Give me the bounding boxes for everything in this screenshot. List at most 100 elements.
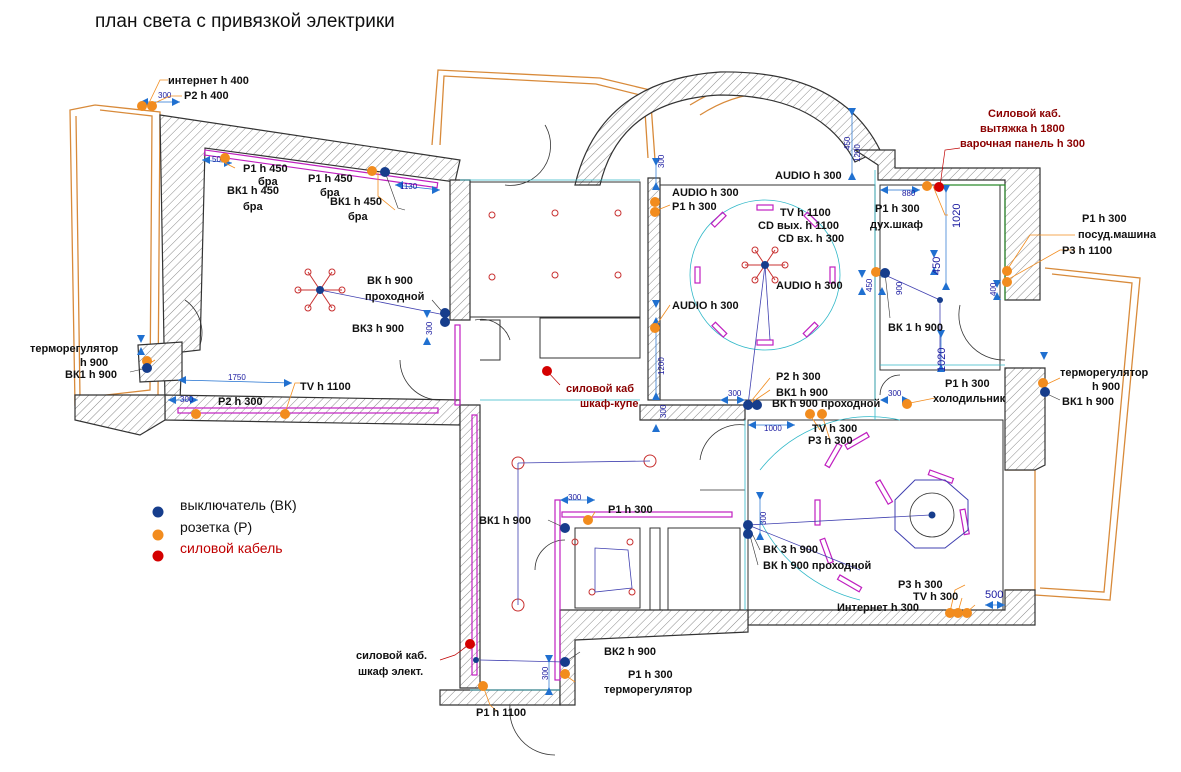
- legend-power-label: силовой кабель: [180, 540, 283, 556]
- leader-lines: [146, 79, 1075, 713]
- dim-1200b: 1200: [853, 144, 862, 162]
- octagon-fixture: [894, 479, 969, 549]
- label-h900-right: h 900: [1092, 381, 1120, 393]
- label-bra1: бра: [258, 176, 279, 188]
- led-strips: [177, 149, 970, 681]
- legend-outlet-marker: [152, 529, 164, 541]
- label-dukh: дух.шкаф: [870, 219, 923, 231]
- label-vk3-900-b: ВК 3 h 900: [763, 544, 818, 556]
- legend: выключатель (ВК) розетка (Р) силовой каб…: [152, 497, 297, 562]
- label-internet300: Интернет h 300: [837, 602, 919, 614]
- label-p3-300b: P3 h 300: [898, 579, 943, 591]
- label-p1-300-hall: P1 h 300: [608, 504, 653, 516]
- chandelier-left: [294, 268, 346, 312]
- label-thermo-bath: терморегулятор: [604, 684, 693, 696]
- door-swings: [184, 124, 1006, 756]
- dim-300f: 300: [888, 389, 902, 398]
- label-bra2: бра: [243, 201, 264, 213]
- label-vk1-450a: ВК1 h 450: [227, 185, 279, 197]
- label-p1-300-kitchen: P1 h 300: [875, 203, 920, 215]
- label-thermo-left: терморегулятор: [30, 343, 119, 355]
- label-p1-300a: P1 h 300: [672, 201, 717, 213]
- dim-400: 400: [989, 282, 998, 296]
- dim-300e: 300: [728, 389, 742, 398]
- label-vk-900-pass2: ВК h 900 проходной: [763, 560, 871, 572]
- label-vk-900: ВК h 900: [367, 275, 413, 287]
- label-vk1-900-k: ВК 1 h 900: [888, 322, 943, 334]
- label-power-el2: шкаф элект.: [358, 666, 423, 678]
- dim-450a: 450: [843, 136, 852, 150]
- label-p1-300-dw: P1 h 300: [1082, 213, 1127, 225]
- label-audio300c: AUDIO h 300: [775, 170, 842, 182]
- plan-title: план света с привязкой электрики: [95, 11, 395, 32]
- label-audio300a: AUDIO h 300: [672, 187, 739, 199]
- label-vk1-900-left: ВК1 h 900: [65, 369, 117, 381]
- label-p1-450b: P1 h 450: [308, 173, 353, 185]
- dimension-lines: [140, 101, 1005, 695]
- label-vk2-900: ВК2 h 900: [604, 646, 656, 658]
- label-vk1-900-hall: ВК1 h 900: [479, 515, 531, 527]
- label-tv1100-left: TV h 1100: [300, 381, 351, 393]
- dim-1750: 1750: [228, 373, 246, 382]
- dim-300c: 300: [425, 321, 434, 335]
- label-power-hood3: варочная панель h 300: [960, 138, 1085, 150]
- label-thermo-right: терморегулятор: [1060, 367, 1149, 379]
- label-p1-1100: P1 h 1100: [476, 707, 526, 719]
- label-cd-out: CD вых. h 1100: [758, 220, 839, 232]
- label-power-hood2: вытяжка h 1800: [980, 123, 1065, 135]
- label-tv300: TV h 300: [812, 423, 857, 435]
- label-dishwasher: посуд.машина: [1078, 229, 1157, 241]
- dim-300h: 300: [568, 493, 582, 502]
- legend-switch-marker: [152, 506, 164, 518]
- legend-outlet-label: розетка (Р): [180, 519, 252, 535]
- label-h900-left: h 900: [80, 357, 108, 369]
- dim-1000: 1000: [764, 424, 782, 433]
- label-audio300d: AUDIO h 300: [776, 280, 843, 292]
- label-bra3: бра: [320, 187, 341, 199]
- label-p2-300-left: P2 h 300: [218, 396, 263, 408]
- label-vk1-900-right: ВК1 h 900: [1062, 396, 1114, 408]
- label-vk-900-pass: ВК h 900 проходной: [772, 398, 880, 410]
- light-wiring: [319, 264, 941, 663]
- dim-1020b: 1020: [936, 348, 948, 372]
- label-fridge: холодильник: [933, 393, 1006, 405]
- label-cd-in: CD вх. h 300: [778, 233, 844, 245]
- dim-300g: 300: [759, 511, 768, 525]
- ceiling-lights: [488, 209, 657, 612]
- label-p2-300-c: P2 h 300: [776, 371, 821, 383]
- label-p1-450a: P1 h 450: [243, 163, 288, 175]
- label-tv300b: TV h 300: [913, 591, 958, 603]
- dim-1130: 1130: [400, 182, 418, 191]
- chandelier-center-hub: [761, 261, 769, 269]
- dim-450c: 450: [865, 278, 874, 292]
- label-tv1100-mid: TV h 1100: [780, 207, 831, 219]
- label-power-hood1: Силовой каб.: [988, 108, 1061, 120]
- switches: [142, 167, 1050, 667]
- label-power-closet1: силовой каб: [566, 383, 634, 395]
- label-vk1-900-c: ВК1 h 900: [776, 387, 828, 399]
- dim-300b: 300: [180, 395, 194, 404]
- legend-power-marker: [152, 550, 164, 562]
- label-vk1-450b: ВК1 h 450: [330, 196, 382, 208]
- label-internet-400: интернет h 400: [168, 75, 249, 87]
- label-power-el1: силовой каб.: [356, 650, 427, 662]
- chandelier-left-center: [316, 286, 324, 294]
- power-cables: [465, 182, 944, 649]
- dim-500b: 500: [985, 589, 1003, 601]
- label-vk3-900: ВК3 h 900: [352, 323, 404, 335]
- dim-900: 900: [895, 281, 904, 295]
- dim-1020a: 1020: [951, 204, 963, 228]
- label-p1-300-bath: P1 h 300: [628, 669, 673, 681]
- legend-switch-label: выключатель (ВК): [180, 497, 297, 513]
- label-p2-400: P2 h 400: [184, 90, 229, 102]
- label-bra4: бра: [348, 211, 369, 223]
- outlets: [137, 101, 1048, 691]
- label-p3-300a: P3 h 300: [808, 435, 853, 447]
- dim-500a: 500: [212, 155, 226, 164]
- label-audio300b: AUDIO h 300: [672, 300, 739, 312]
- dim-450b: 450: [931, 257, 943, 275]
- dim-300i: 300: [541, 666, 550, 680]
- walls: [74, 71, 1046, 706]
- dim-1200a: 1200: [657, 357, 666, 375]
